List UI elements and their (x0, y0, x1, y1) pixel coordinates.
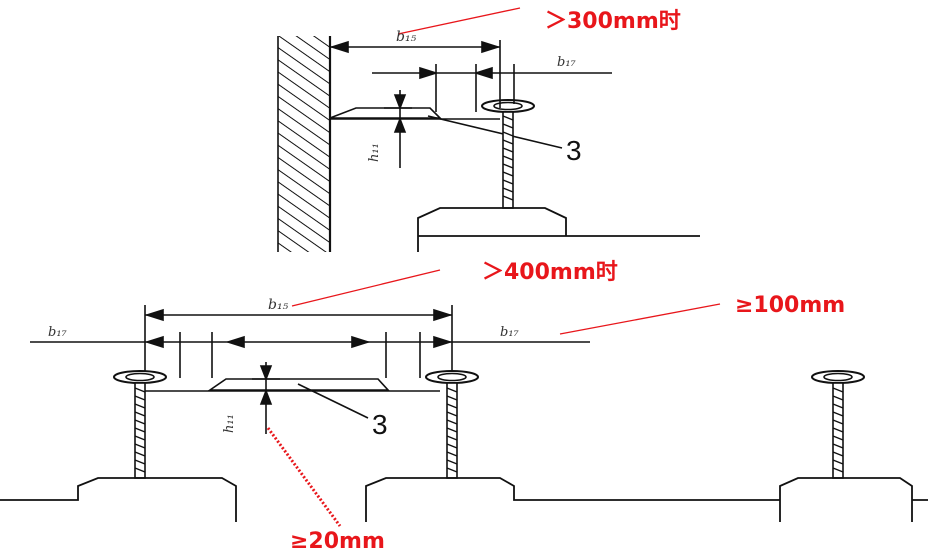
bottom-section (0, 305, 928, 522)
bottom-width-callout-text: ＞400mm时 (482, 260, 618, 285)
b15-arrow-left (329, 40, 349, 54)
sprinkler-3-inner (823, 372, 853, 382)
h11-arrow-top (393, 94, 407, 111)
top-b15-label: b₁₅ (396, 29, 417, 45)
wall (278, 36, 330, 252)
bottom-h11-label: h₁₁ (222, 414, 237, 433)
top-part3-label: 3 (566, 135, 582, 166)
part3-leader-bottom (297, 383, 369, 419)
bottom-base-left (0, 477, 237, 522)
h11b-arrow-bottom (259, 388, 273, 405)
b15-arrow-right (481, 40, 501, 54)
bottom-width-leader (291, 269, 441, 307)
b17b-arrow-4 (433, 335, 453, 349)
top-callout: ＞300mm时 (397, 7, 681, 35)
sprinkler-3-thread (832, 387, 844, 473)
top-section (277, 36, 700, 252)
b17-arrow-left (419, 66, 439, 80)
top-b17-label: b₁₇ (557, 55, 577, 70)
b17-arrow-right (473, 66, 493, 80)
bottom-b15-label: b₁₅ (268, 297, 289, 313)
top-callout-leader (397, 7, 521, 35)
b17b-arrow-1 (144, 335, 164, 349)
sprinkler-thread (502, 115, 514, 201)
bottom-base-right (779, 477, 928, 522)
top-h11-label: h₁₁ (367, 143, 382, 162)
bottom-offset-callout-text: ≥100mm (735, 293, 845, 318)
fitting-3-bottom (207, 378, 390, 391)
top-base (417, 207, 700, 252)
b15b-arrow-left (144, 308, 164, 322)
bottom-offset-leader (559, 303, 721, 335)
bottom-height-leader (266, 427, 342, 527)
sprinkler-1-thread (134, 387, 146, 473)
sprinkler-2-inner (437, 372, 467, 382)
h11-arrow-bottom (393, 116, 407, 133)
b15b-arrow-right (433, 308, 453, 322)
h11b-arrow-top (259, 365, 273, 382)
b17b-arrow-2 (225, 335, 245, 349)
top-callout-text: ＞300mm时 (545, 9, 681, 34)
bottom-base-middle (365, 477, 780, 522)
sprinkler-2-thread (446, 387, 458, 473)
bottom-b17-right-label: b₁₇ (500, 325, 520, 340)
bottom-height-callout-text: ≥20mm (290, 529, 385, 554)
b17b-arrow-3 (351, 335, 371, 349)
fitting-3 (329, 107, 442, 119)
part3-leader (427, 115, 563, 149)
sprinkler-1-inner (125, 372, 155, 382)
bottom-b17-left-label: b₁₇ (48, 325, 68, 340)
sprinkler-deflector-inner (493, 101, 523, 111)
bottom-part3-label: 3 (372, 409, 388, 440)
bottom-callouts: ＞400mm时 ≥100mm ≥20mm (266, 260, 845, 554)
